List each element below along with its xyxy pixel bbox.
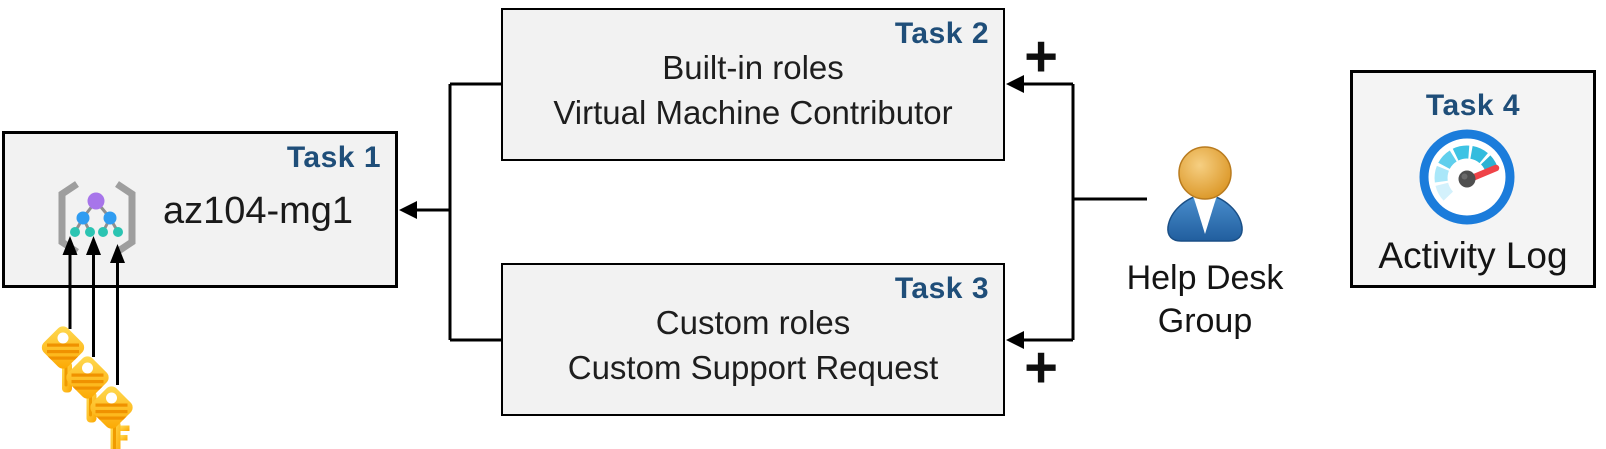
plus-sign-bottom: + <box>1024 334 1058 400</box>
management-group-name: az104-mg1 <box>162 190 354 232</box>
task3-box: Task 3 Custom roles Custom Support Reque… <box>501 263 1005 416</box>
actor-label-line2: Group <box>1157 302 1253 340</box>
task3-text-line2: Custom Support Request <box>567 349 939 386</box>
task3-label: Task 3 <box>894 272 989 305</box>
activity-log-title: Activity Log <box>1378 235 1568 276</box>
plus-sign-top: + <box>1024 23 1058 89</box>
help-desk-group: Help Desk Group <box>1120 146 1290 343</box>
task2-text: Built-in roles Virtual Machine Contribut… <box>503 45 1003 135</box>
task1-box: Task 1 az104-mg1 <box>2 131 398 288</box>
user-person-icon <box>1159 146 1251 246</box>
arrowhead-into-task1 <box>399 201 417 219</box>
task1-label: Task 1 <box>286 141 381 174</box>
actor-label: Help Desk Group <box>1120 257 1290 343</box>
task3-text: Custom roles Custom Support Request <box>503 300 1003 390</box>
task4-box: Task 4 Activity Log <box>1350 70 1596 288</box>
activity-log-gauge-icon <box>1419 129 1515 225</box>
task2-label: Task 2 <box>894 17 989 50</box>
task2-text-line1: Built-in roles <box>662 49 844 86</box>
task3-text-line1: Custom roles <box>655 304 851 341</box>
task2-text-line2: Virtual Machine Contributor <box>553 94 953 131</box>
actor-label-line1: Help Desk <box>1126 259 1284 297</box>
task4-label: Task 4 <box>1425 89 1521 122</box>
access-keys-icon <box>36 318 156 449</box>
task2-box: Task 2 Built-in roles Virtual Machine Co… <box>501 8 1005 161</box>
